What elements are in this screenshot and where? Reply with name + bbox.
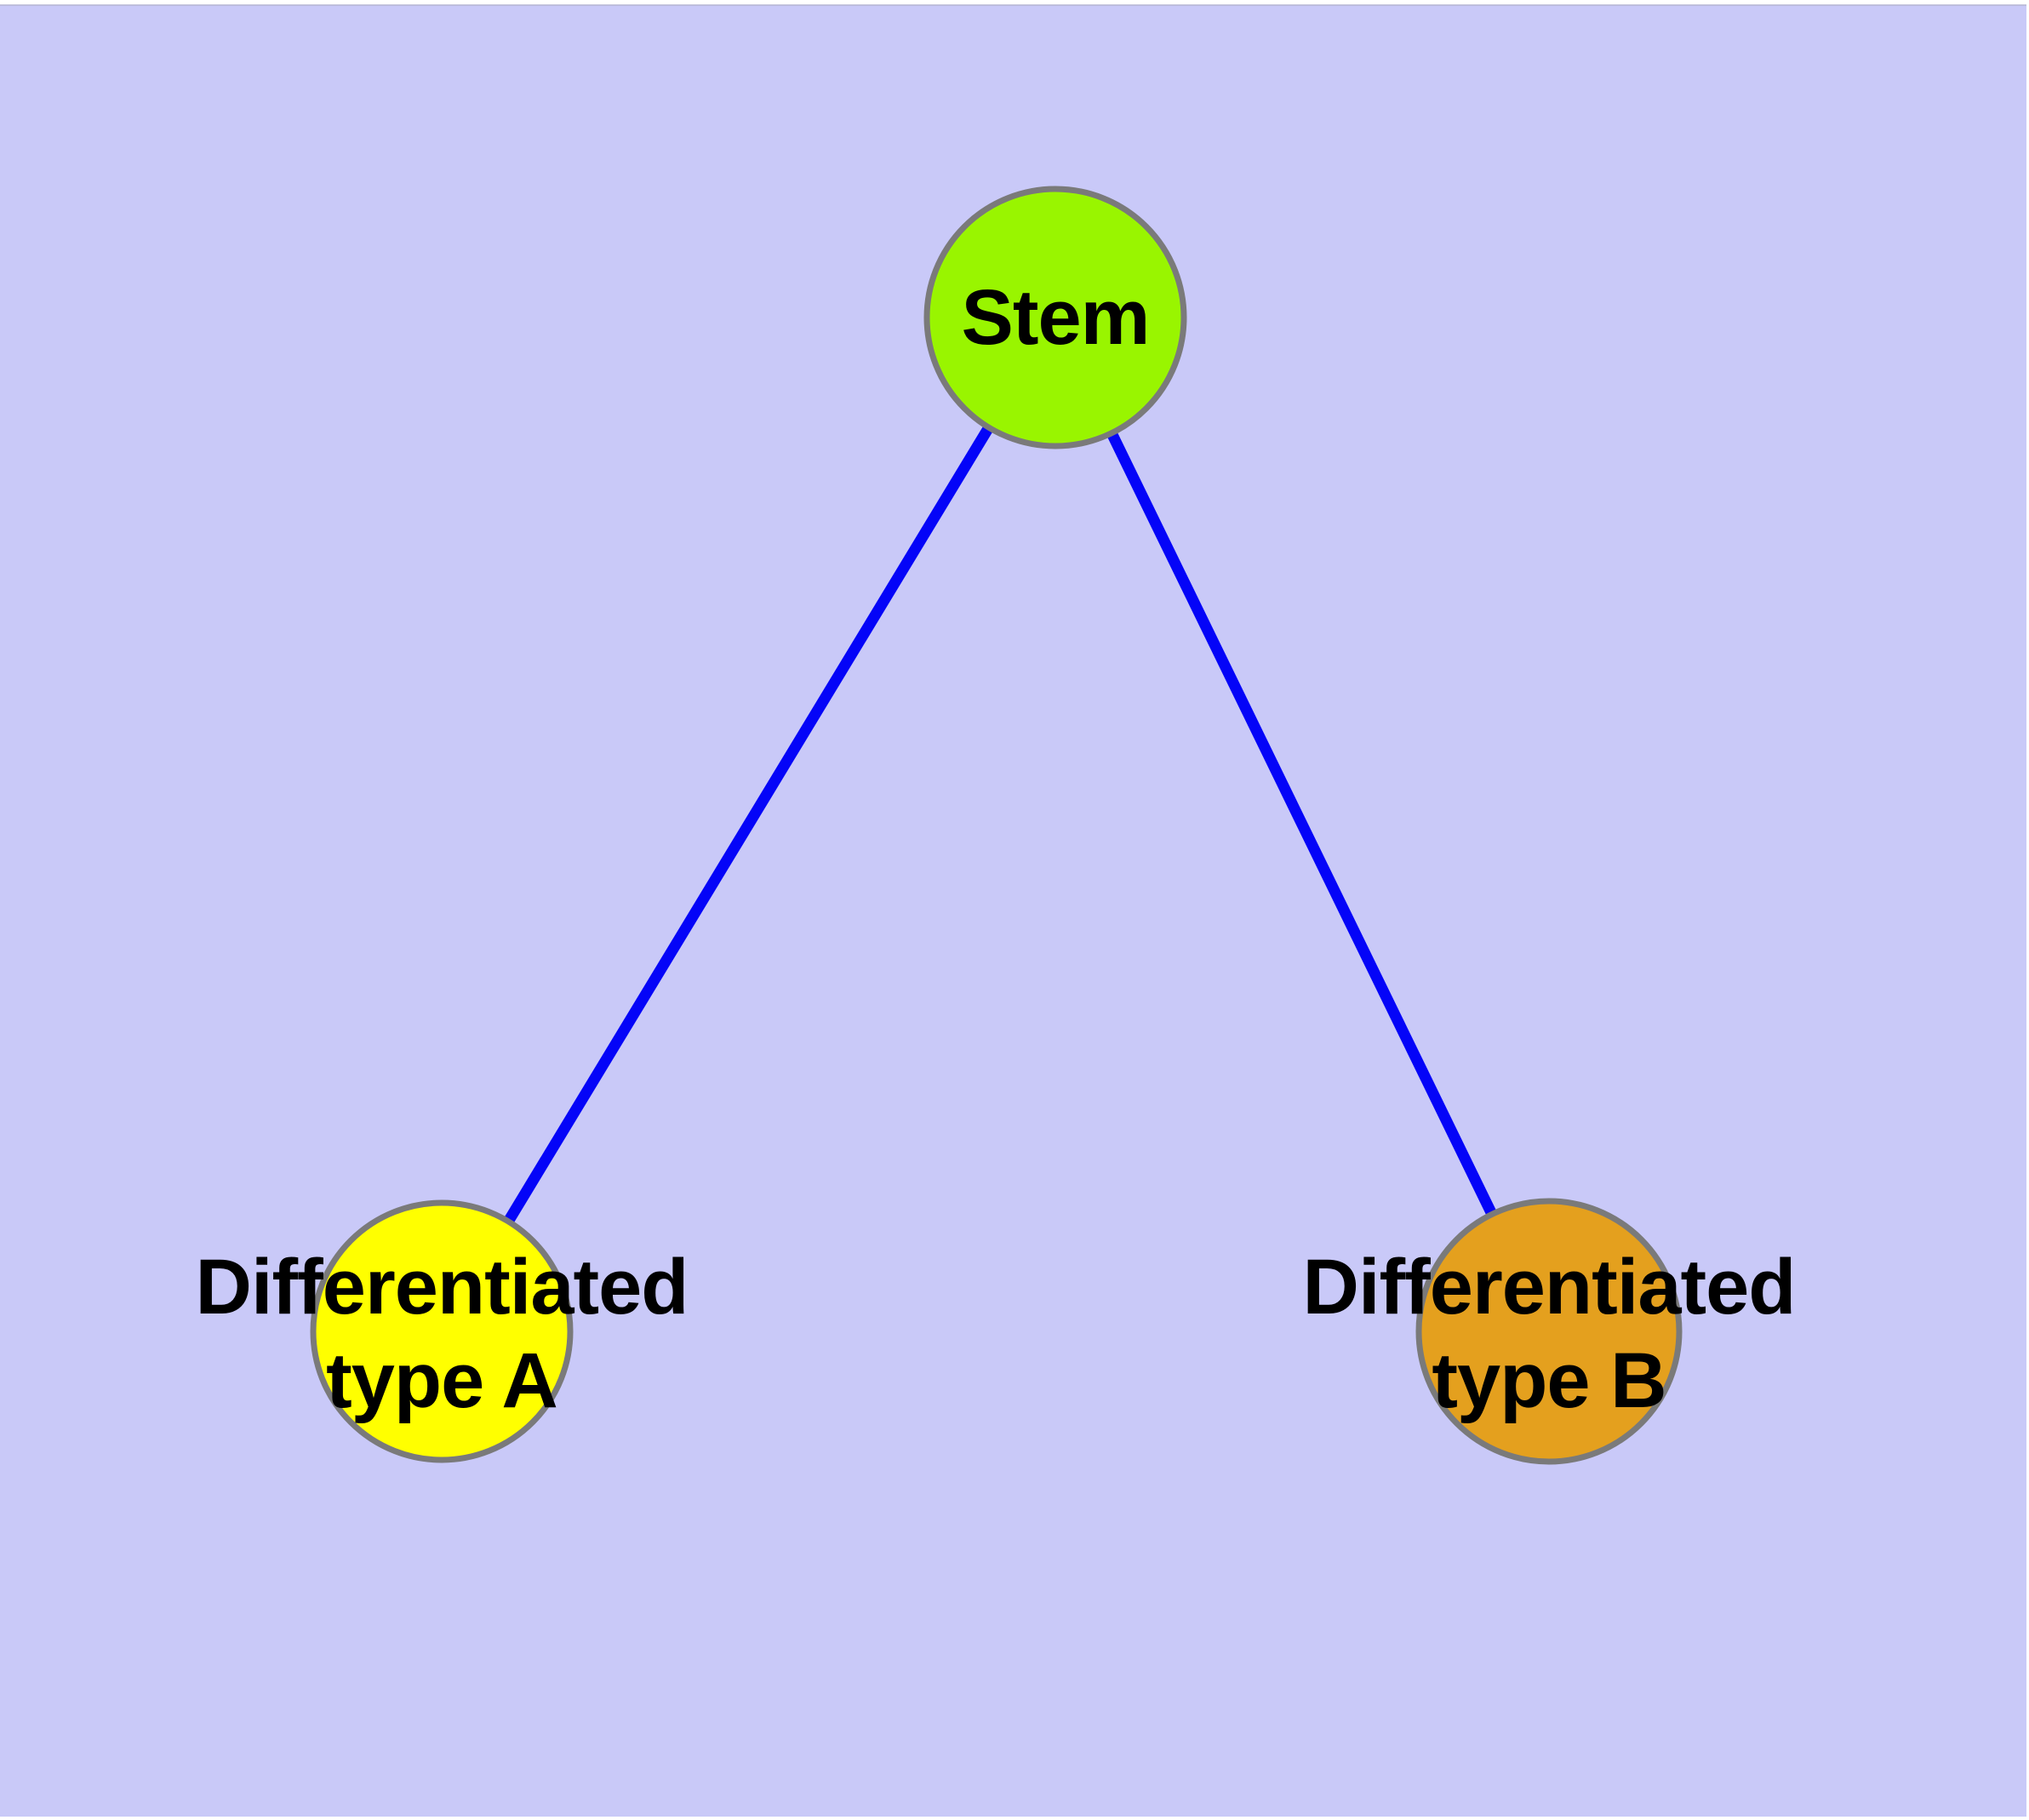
- node-type-a-label: Differentiated type A: [196, 1240, 689, 1428]
- node-type-b-label: Differentiated type B: [1302, 1240, 1797, 1428]
- node-type-a-label-line2: type A: [326, 1337, 558, 1424]
- node-type-a-label-line1: Differentiated: [195, 1244, 689, 1331]
- node-type-b-label-line1: Differentiated: [1302, 1244, 1797, 1331]
- node-type-a-circle: [310, 1199, 574, 1463]
- node-stem-circle: [923, 186, 1187, 449]
- node-stem-label: Stem: [961, 271, 1151, 364]
- node-stem-label-text: Stem: [961, 274, 1151, 361]
- edge-stem-to-type-a: [437, 314, 1060, 1335]
- node-type-b-circle: [1415, 1198, 1683, 1465]
- edge-stem-to-type-b: [1050, 315, 1554, 1334]
- node-type-b-label-line2: type B: [1432, 1337, 1666, 1424]
